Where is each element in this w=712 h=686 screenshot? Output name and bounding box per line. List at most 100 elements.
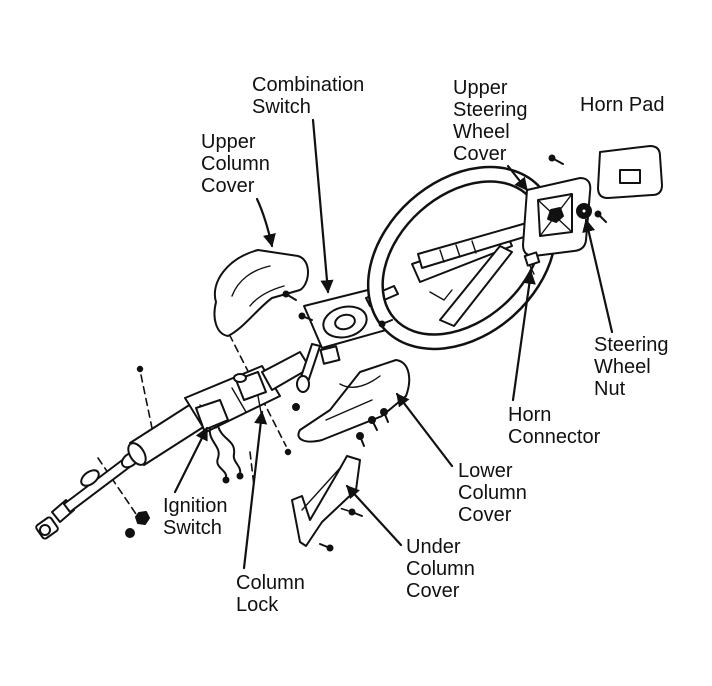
- cover-contour: [325, 399, 373, 421]
- screw: [356, 432, 365, 447]
- screw: [378, 319, 393, 328]
- ignition-switch-leader: [173, 426, 209, 494]
- guide-line: [140, 374, 153, 429]
- label-under-column-cover: Under Column Cover: [406, 536, 475, 602]
- shaft-spline: [455, 244, 461, 258]
- lock-cylinder: [233, 373, 247, 383]
- callout-labels: Combination Switch Upper Column Cover Up…: [163, 74, 669, 616]
- under-column-cover-shell: [291, 455, 361, 547]
- label-line: Cover: [453, 143, 507, 165]
- screw: [298, 312, 313, 321]
- label-line: Column: [201, 153, 270, 175]
- steering-wheel-nut-leader: [582, 218, 614, 334]
- stalk-knob: [296, 375, 310, 393]
- ignition-switch: [195, 399, 244, 484]
- steering-wheel-spoke: [439, 245, 513, 327]
- label-upper-steering-wheel-cover: Upper Steering Wheel Cover: [453, 77, 528, 165]
- label-line: Column: [458, 482, 527, 504]
- label-line: Combination: [252, 74, 364, 96]
- label-ignition-switch: Ignition Switch: [163, 495, 228, 539]
- bolt: [135, 511, 150, 525]
- wire-terminal: [236, 472, 244, 480]
- horn-connector-plug: [523, 251, 541, 267]
- leader-lines: [173, 118, 614, 570]
- label-line: Nut: [594, 378, 626, 400]
- horn-connector: [523, 251, 541, 275]
- horn-connector-leader: [511, 270, 536, 402]
- screw: [348, 508, 363, 517]
- label-line: Wheel: [453, 121, 510, 143]
- label-horn-pad: Horn Pad: [580, 94, 665, 116]
- label-line: Switch: [252, 96, 311, 118]
- alignment-guides: [97, 323, 353, 515]
- steering-wheel: [366, 165, 558, 351]
- label-line: Cover: [201, 175, 255, 197]
- label-line: Lock: [236, 594, 279, 616]
- shaft-spline: [471, 240, 477, 254]
- horn-pad: [597, 145, 663, 199]
- column-lock: [233, 371, 267, 419]
- spoke-detail: [429, 289, 453, 301]
- label-line: Connector: [508, 426, 601, 448]
- screw: [319, 543, 334, 552]
- label-line: Steering: [594, 334, 669, 356]
- wire-terminal: [222, 476, 230, 484]
- upper-steering-wheel-cover: [522, 177, 592, 257]
- switch-hub: [334, 313, 356, 331]
- fasteners: [125, 154, 607, 552]
- guide-dot: [284, 448, 292, 456]
- guide-line: [223, 323, 287, 447]
- label-line: Column: [236, 572, 305, 594]
- label-line: Lower: [458, 460, 513, 482]
- label-line: Upper: [453, 77, 508, 99]
- ignition-switch-body: [195, 399, 229, 431]
- label-horn-connector: Horn Connector: [508, 404, 601, 448]
- label-upper-column-cover: Upper Column Cover: [201, 131, 270, 197]
- steering-wheel-nut: [576, 203, 592, 219]
- screw: [368, 416, 378, 431]
- column-lock-leader: [242, 410, 268, 570]
- ignition-wire: [208, 427, 228, 479]
- nut-bore: [580, 207, 588, 215]
- upper-column-cover: [213, 249, 309, 337]
- shaft-spline: [439, 249, 445, 263]
- diagram-artwork: [35, 145, 663, 552]
- under-column-cover: [291, 455, 361, 547]
- shaft-collar: [80, 469, 100, 487]
- combination-switch-leader: [311, 118, 334, 294]
- upper-column-cover-leader: [255, 197, 276, 248]
- bolt: [292, 403, 300, 411]
- label-line: Upper: [201, 131, 256, 153]
- label-line: Steering: [453, 99, 528, 121]
- upper-column-cover-shell: [213, 249, 309, 337]
- housing-edge: [231, 387, 247, 413]
- label-column-lock: Column Lock: [236, 572, 305, 616]
- joint-pin: [39, 524, 51, 536]
- bolt: [125, 528, 135, 538]
- cover-contour: [231, 265, 271, 297]
- intermediate-shaft: [63, 457, 132, 513]
- cover-contour: [339, 375, 381, 388]
- switch-connector: [319, 345, 341, 365]
- combination-switch: [296, 285, 399, 393]
- label-steering-wheel-nut: Steering Wheel Nut: [594, 334, 669, 400]
- screw: [380, 408, 389, 423]
- label-combination-switch: Combination Switch: [252, 74, 364, 118]
- label-line: Switch: [163, 517, 222, 539]
- cover-contour: [301, 467, 341, 511]
- upper-steering-wheel-cover-leader: [506, 164, 529, 192]
- label-line: Under: [406, 536, 461, 558]
- label-line: Cover: [406, 580, 460, 602]
- guide-line: [97, 457, 137, 515]
- screw: [282, 290, 297, 301]
- label-line: Horn Pad: [580, 94, 665, 116]
- lower-column-cover: [297, 359, 411, 443]
- screw: [548, 154, 564, 165]
- ignition-wire: [217, 425, 242, 475]
- label-line: Ignition: [163, 495, 228, 517]
- label-lower-column-cover: Lower Column Cover: [458, 460, 527, 526]
- hub-hex: [547, 207, 564, 223]
- under-column-cover-leader: [345, 484, 403, 547]
- cover-contour: [249, 285, 285, 307]
